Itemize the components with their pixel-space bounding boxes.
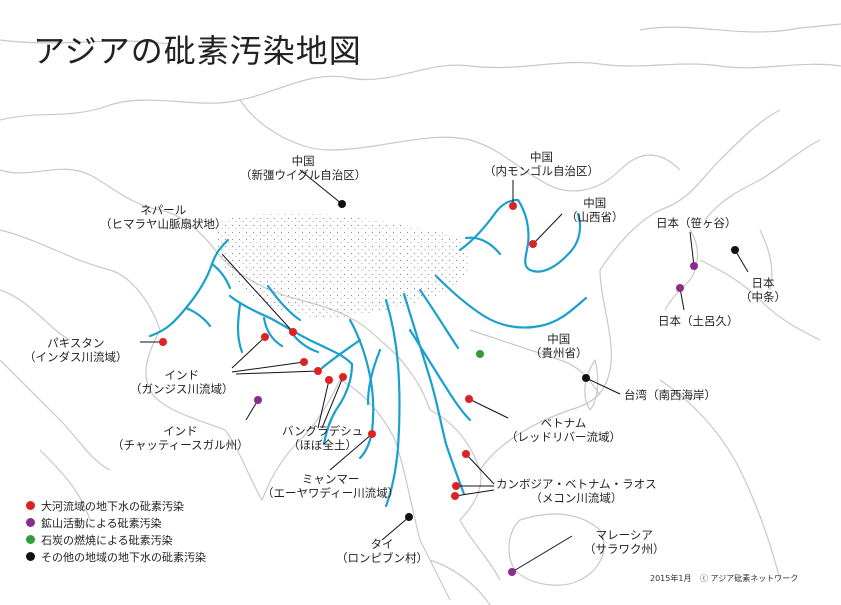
label-india-chhattisgarh: インド （チャッティースガル州） — [112, 424, 249, 452]
label-sasagatani: 日本（笹ヶ谷） — [656, 216, 737, 230]
label-india-ganges: インド （ガンジス川流域） — [130, 368, 234, 396]
site-marker-india-ganges — [261, 333, 269, 341]
site-marker-taiwan — [582, 374, 590, 382]
label-mekong-line2: （メコン川流域） — [530, 491, 623, 505]
contamination-sites — [159, 200, 739, 576]
label-bangladesh-line2: （ほぼ全土） — [288, 438, 358, 452]
site-marker-sasagatani — [690, 262, 698, 270]
footer-credit: 2015年1月 ⓒ アジア砒素ネットワーク — [650, 573, 798, 584]
site-marker-mekong — [462, 450, 470, 458]
label-mekong-line1: カンボジア・ベトナム・ラオス — [496, 477, 657, 491]
label-pakistan-line2: （インダス川流域） — [24, 350, 128, 364]
himalaya-alluvial-fan-stipple — [215, 213, 471, 318]
legend: 大河流域の地下水の砒素汚染 鉱山活動による砒素汚染 石炭の燃焼による砒素汚染 そ… — [26, 497, 206, 565]
label-pakistan-line1: パキスタン — [47, 336, 105, 350]
label-taiwan-line1: 台湾（南西海岸） — [624, 388, 716, 402]
label-shanxi-line1: 中国 — [583, 196, 607, 210]
label-shanxi: 中国 （山西省） — [566, 196, 624, 224]
legend-item-other: その他の地域の地下水の砒素汚染 — [26, 548, 206, 565]
site-marker-inner-mongolia — [509, 202, 517, 210]
leader-lines — [140, 169, 749, 573]
label-india-ganges-line1: インド — [164, 368, 200, 382]
site-marker-thailand — [405, 513, 413, 521]
label-nepal-line1: ネパール — [140, 203, 187, 217]
label-xinjiang-line2: （新彊ウイグル自治区） — [240, 168, 367, 182]
label-inner-mongolia: 中国 （内モンゴル自治区） — [484, 150, 599, 178]
legend-label-coal: 石炭の燃焼による砒素汚染 — [41, 533, 173, 547]
rivers — [148, 198, 588, 508]
label-xinjiang: 中国 （新彊ウイグル自治区） — [240, 154, 366, 182]
label-nepal-line2: （ヒマラヤ山脈扇状地） — [100, 217, 227, 231]
legend-item-coal: 石炭の燃焼による砒素汚染 — [26, 531, 206, 548]
legend-item-mining: 鉱山活動による砒素汚染 — [26, 514, 206, 531]
label-taiwan: 台湾（南西海岸） — [624, 388, 716, 402]
site-marker-nakajo — [731, 246, 739, 254]
site-marker-toroku — [676, 284, 684, 292]
legend-dot-green — [26, 535, 35, 544]
label-pakistan: パキスタン （インダス川流域） — [24, 336, 128, 364]
label-bangladesh-line1: バングラデシュ — [282, 424, 364, 438]
site-marker-malaysia — [508, 568, 516, 576]
site-marker-nepal — [289, 328, 297, 336]
label-myanmar-line2: （エーヤワディー川流域） — [262, 486, 400, 500]
label-sasagatani-line1: 日本（笹ヶ谷） — [656, 216, 737, 230]
legend-dot-black — [26, 552, 35, 561]
legend-dot-purple — [26, 518, 35, 527]
label-guizhou-line2: （貴州省） — [530, 346, 588, 360]
label-inner-mongolia-line1: 中国 — [530, 150, 553, 164]
label-shanxi-line2: （山西省） — [566, 210, 624, 224]
label-thailand: タイ （ロンピブン村） — [336, 537, 428, 565]
site-marker-myanmar — [368, 430, 376, 438]
site-marker-mekong — [451, 492, 459, 500]
label-malaysia-line1: マレーシア — [595, 528, 653, 542]
label-thailand-line2: （ロンピブン村） — [336, 551, 428, 565]
label-malaysia: マレーシア （サラワク州） — [584, 528, 665, 556]
site-marker-xinjiang — [338, 200, 346, 208]
label-malaysia-line2: （サラワク州） — [584, 542, 665, 556]
site-marker-pakistan — [159, 338, 167, 346]
legend-label-mining: 鉱山活動による砒素汚染 — [41, 516, 162, 530]
label-guizhou-line1: 中国 — [547, 332, 571, 346]
label-vietnam-red-river-line1: ベトナム — [540, 416, 587, 430]
site-marker-bangladesh — [339, 373, 347, 381]
legend-label-other: その他の地域の地下水の砒素汚染 — [41, 550, 206, 564]
country-borders — [0, 23, 841, 605]
site-marker-guizhou — [476, 350, 484, 358]
label-vietnam-red-river: ベトナム （レッドリバー流域） — [506, 416, 621, 444]
footer-date: 2015年1月 — [650, 574, 692, 583]
label-nakajo-line1: 日本 — [751, 276, 775, 290]
label-toroku-line1: 日本（土呂久） — [658, 314, 739, 328]
legend-dot-red — [26, 501, 35, 510]
label-toroku: 日本（土呂久） — [658, 314, 739, 328]
label-thailand-line1: タイ — [370, 537, 394, 551]
map-title: アジアの砒素汚染地図 — [33, 32, 362, 70]
label-nepal: ネパール （ヒマラヤ山脈扇状地） — [100, 203, 227, 231]
label-xinjiang-line1: 中国 — [291, 154, 315, 168]
label-myanmar: ミャンマー （エーヤワディー川流域） — [262, 472, 399, 500]
legend-item-river-basin: 大河流域の地下水の砒素汚染 — [26, 497, 206, 514]
footer-credit-text: ⓒ アジア砒素ネットワーク — [700, 574, 799, 583]
label-myanmar-line1: ミャンマー — [301, 472, 360, 486]
site-marker-vietnam-red — [465, 395, 473, 403]
site-marker-bangladesh — [325, 376, 333, 384]
label-bangladesh: バングラデシュ （ほぼ全土） — [282, 424, 363, 452]
label-india-chhattisgarh-line2: （チャッティースガル州） — [112, 438, 249, 452]
label-mekong: カンボジア・ベトナム・ラオス （メコン川流域） — [496, 477, 657, 505]
site-marker-india-ganges — [300, 358, 308, 366]
label-nakajo-line2: （中条） — [740, 290, 786, 304]
site-marker-mekong — [452, 482, 460, 490]
label-vietnam-red-river-line2: （レッドリバー流域） — [506, 430, 621, 444]
label-india-ganges-line2: （ガンジス川流域） — [130, 382, 234, 396]
site-marker-india-chhattisgarh — [254, 396, 262, 404]
label-india-chhattisgarh-line1: インド — [163, 424, 198, 438]
site-marker-india-ganges — [314, 367, 322, 375]
label-nakajo: 日本 （中条） — [740, 276, 786, 304]
label-inner-mongolia-line2: （内モンゴル自治区） — [484, 164, 599, 178]
label-guizhou: 中国 （貴州省） — [530, 332, 588, 360]
legend-label-river-basin: 大河流域の地下水の砒素汚染 — [41, 499, 184, 513]
site-marker-shanxi — [529, 240, 537, 248]
